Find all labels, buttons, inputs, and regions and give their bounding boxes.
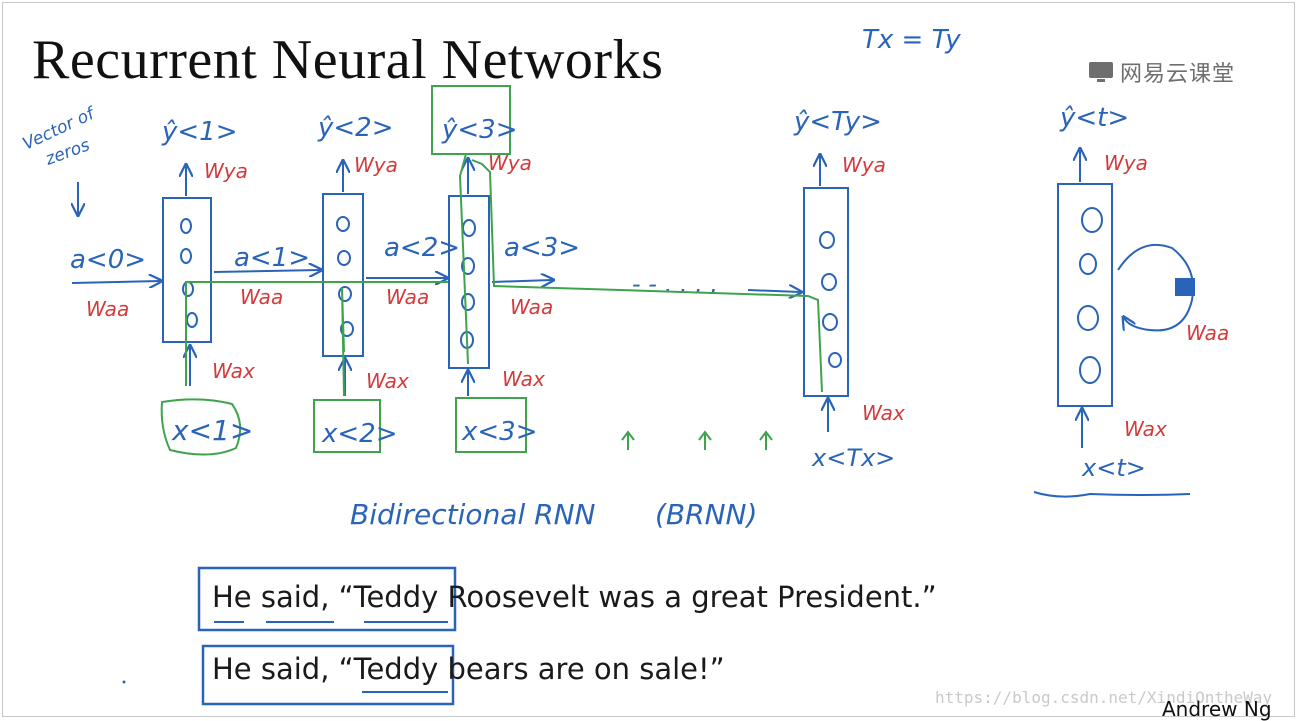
a0-arrow: [71, 281, 160, 283]
x-t: x<t>: [1081, 454, 1146, 482]
rnn-cell-3: [448, 195, 490, 369]
y-hat-t: ŷ<t>: [1059, 103, 1129, 133]
wax-label-3: Wax: [502, 367, 545, 391]
cell-1-units: [180, 218, 198, 328]
sentence-2: He said, “Teddy bears are on sale!”: [212, 652, 725, 686]
wya-label-3: Wya: [488, 151, 532, 175]
y-hat-ty: ŷ<Ty>: [793, 107, 882, 137]
waa-label-0: Waa: [86, 297, 129, 321]
logo-text: 网易云课堂: [1120, 62, 1236, 87]
brnn-abbrev-label: (BRNN): [655, 498, 757, 531]
stray-dot: [122, 680, 126, 684]
waa-label-2: Waa: [386, 285, 429, 309]
rolled-units: [1077, 207, 1103, 384]
ellipsis-dots: - - . . . .: [632, 270, 718, 298]
a-1: a<1>: [234, 243, 310, 273]
rolled-recurrent-loop: [1117, 243, 1194, 332]
ellipsis-arrow: [747, 290, 800, 292]
backward-ticks: [621, 430, 773, 450]
sentence-1-box: [197, 566, 457, 632]
underlines: [214, 621, 448, 693]
x2-green-box: [313, 399, 381, 453]
green-backward-path: [185, 159, 823, 393]
sentence-1: He said, “Teddy Roosevelt was a great Pr…: [212, 580, 937, 614]
x-1: x<1>: [171, 414, 253, 447]
rolled-baseline: [1033, 491, 1191, 498]
wya-label-rolled: Wya: [1104, 151, 1148, 175]
cell-tx-units: [819, 231, 842, 368]
watermark: https://blog.csdn.net/XindiOntheWay: [935, 688, 1273, 707]
x-tx: x<Tx>: [811, 444, 895, 472]
sentence-1-rest: Roosevelt was a great President.”: [438, 580, 937, 614]
rolled-rnn-cell: [1057, 183, 1113, 407]
y-hat-3-green-box: [431, 85, 511, 155]
x1-green-box: [160, 398, 242, 456]
y-hat-2: ŷ<2>: [317, 113, 394, 143]
a-2: a<2>: [384, 233, 460, 263]
waa-label-1: Waa: [240, 285, 283, 309]
netease-logo: 网易云课堂: [1088, 56, 1235, 88]
tx-equals-ty-label: Tx = Ty: [862, 25, 961, 55]
waa-label-rolled: Waa: [1186, 321, 1229, 345]
y-hat-3: ŷ<3>: [441, 115, 518, 145]
a1-arrow: [213, 270, 320, 272]
slide-title: Recurrent Neural Networks: [32, 29, 664, 91]
wax-label-2: Wax: [366, 369, 409, 393]
a-3: a<3>: [504, 233, 580, 263]
y-hat-1: ŷ<1>: [161, 117, 238, 147]
sentence-2-rest: bears are on sale!”: [438, 652, 725, 686]
screen-icon: [1089, 62, 1113, 82]
cell-2-units: [336, 216, 354, 337]
sentence-2-boxed: He said, “Teddy: [212, 652, 439, 686]
green-path-cells: [341, 153, 469, 397]
x-3: x<3>: [461, 417, 538, 447]
author-name: Andrew Ng: [1162, 697, 1272, 721]
sentence-1-boxed: He said, “Teddy: [212, 580, 439, 614]
wax-label-1: Wax: [212, 359, 255, 383]
wax-label-tx: Wax: [862, 401, 905, 425]
wya-label-2: Wya: [354, 153, 398, 177]
brnn-label: Bidirectional RNN: [350, 498, 596, 531]
wya-label-tx: Wya: [842, 153, 886, 177]
a0-label: a<0>: [70, 245, 146, 275]
x3-green-box: [455, 397, 527, 453]
a3-arrow: [491, 280, 552, 282]
wax-label-rolled: Wax: [1124, 417, 1167, 441]
rnn-cell-tx: [803, 187, 849, 397]
wya-label-1: Wya: [204, 159, 248, 183]
sentence-2-box: [201, 644, 455, 706]
x-2: x<2>: [321, 419, 398, 449]
rolled-delay-block: [1175, 278, 1195, 296]
waa-label-3: Waa: [510, 295, 553, 319]
